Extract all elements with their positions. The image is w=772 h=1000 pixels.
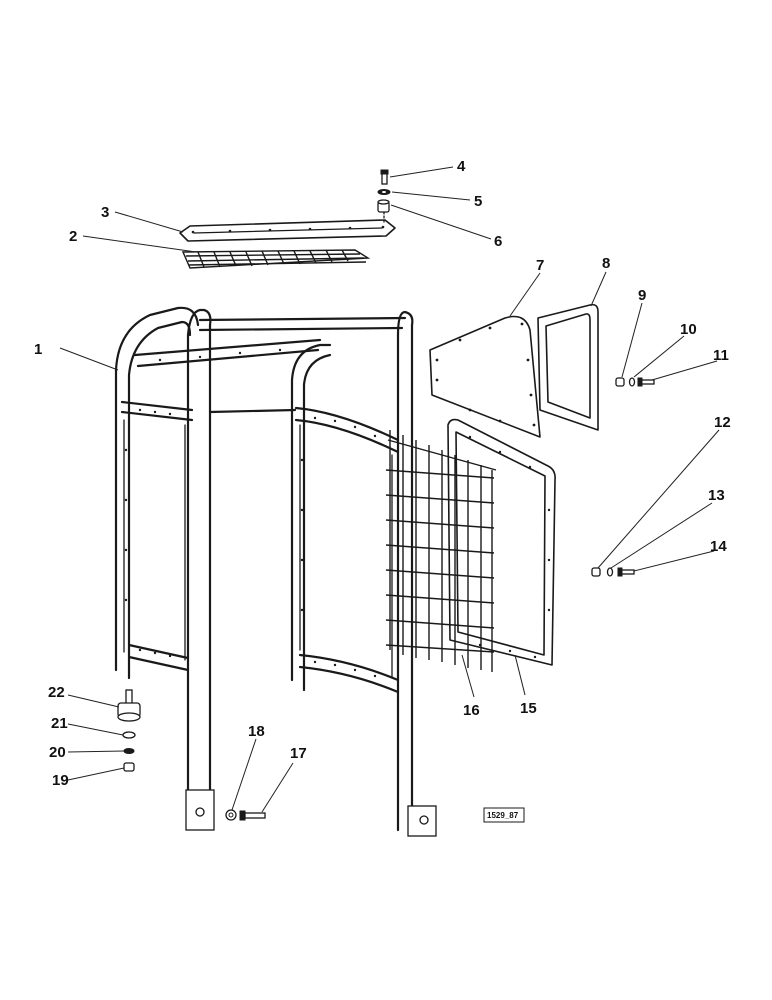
upper-panel-frame — [537, 303, 599, 431]
callout-3: 3 — [101, 204, 109, 221]
callout-14: 14 — [710, 538, 727, 555]
callout-22: 22 — [48, 684, 65, 701]
callout-6: 6 — [494, 233, 502, 250]
callout-5: 5 — [474, 193, 482, 210]
leader-lines — [59, 166, 720, 813]
callout-7: 7 — [536, 257, 544, 274]
side-mesh — [385, 430, 497, 672]
mount-hardware — [117, 689, 141, 772]
frame-rivets — [124, 348, 377, 678]
callout-1: 1 — [34, 341, 42, 358]
panel-hardware-upper — [615, 377, 655, 387]
callout-4: 4 — [457, 158, 466, 175]
callout-numbers: 1 2 3 4 5 6 7 8 9 10 11 12 13 14 15 16 1… — [34, 158, 731, 789]
top-hardware — [377, 169, 391, 223]
lower-panel-frame — [447, 418, 556, 666]
upper-side-panel — [429, 315, 541, 438]
callout-20: 20 — [49, 744, 66, 761]
reference-code-text: 1529_87 — [487, 811, 519, 820]
callout-9: 9 — [638, 287, 646, 304]
roof-frame — [179, 219, 396, 242]
callout-10: 10 — [680, 321, 697, 338]
callout-8: 8 — [602, 255, 610, 272]
callout-18: 18 — [248, 723, 265, 740]
callout-11: 11 — [713, 347, 729, 364]
cab-frame — [114, 306, 437, 837]
callout-15: 15 — [520, 700, 537, 717]
callout-2: 2 — [69, 228, 77, 245]
panel-hardware-lower — [591, 567, 635, 577]
callout-16: 16 — [463, 702, 480, 719]
callout-17: 17 — [290, 745, 307, 762]
roof-mesh — [181, 249, 371, 269]
callout-13: 13 — [708, 487, 725, 504]
reference-code: 1529_87 — [483, 807, 525, 823]
callout-19: 19 — [52, 772, 69, 789]
callout-12: 12 — [714, 414, 731, 431]
callout-21: 21 — [51, 715, 68, 732]
foot-hardware — [225, 809, 266, 821]
